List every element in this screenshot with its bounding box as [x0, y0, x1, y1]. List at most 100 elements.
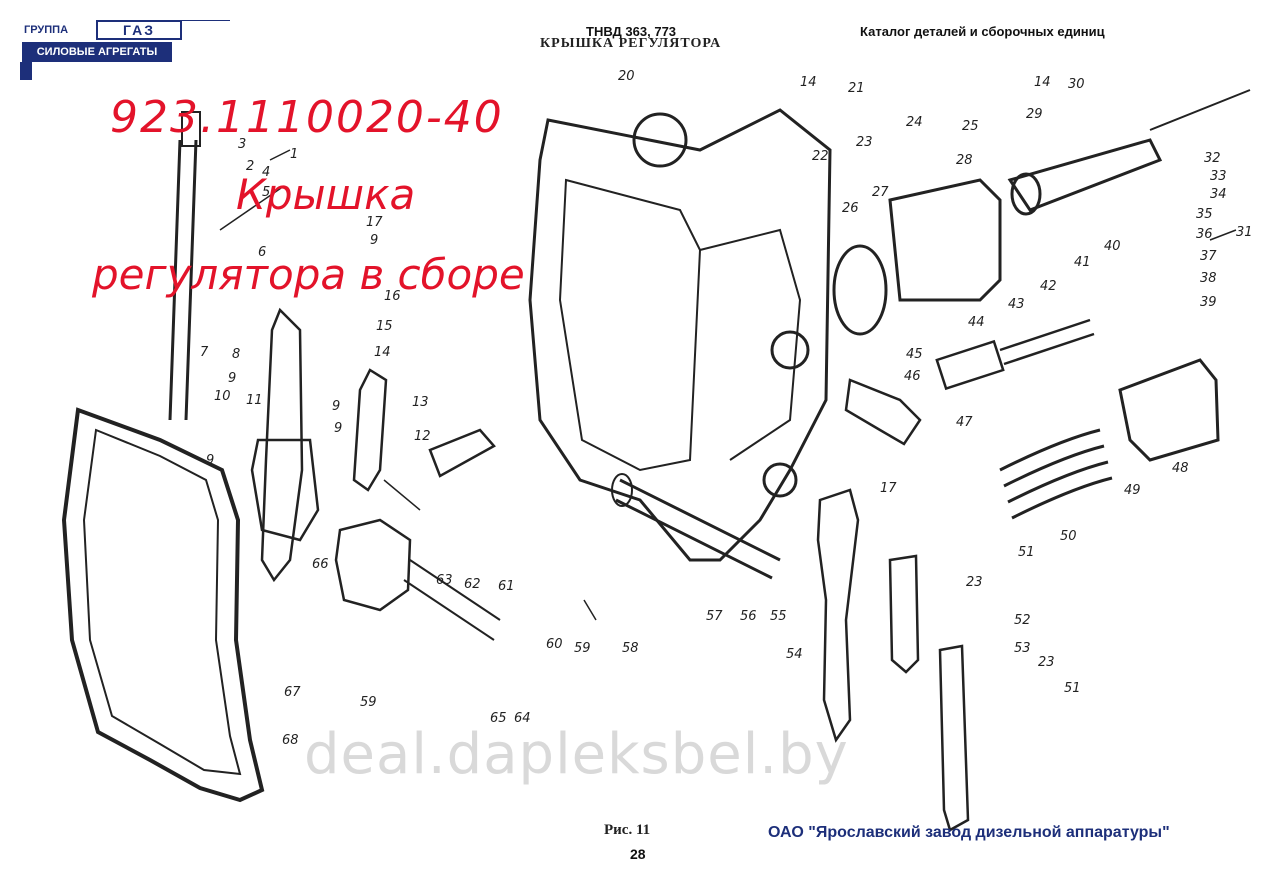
plate-53 [938, 644, 970, 832]
callout-2: 2 [246, 159, 254, 174]
block-63 [334, 518, 412, 612]
callout-6: 6 [258, 245, 266, 260]
overlay-title-line1: Крышка [236, 170, 416, 219]
callout-12: 12 [414, 429, 431, 444]
callout-10: 10 [214, 389, 231, 404]
callout-31: 31 [1236, 225, 1253, 240]
overlay-part-number: 923.1110020-40 [110, 92, 504, 143]
callout-64: 64 [514, 711, 531, 726]
callout-14c: 14 [1034, 75, 1051, 90]
callout-1: 1 [290, 147, 298, 162]
callout-42: 42 [1040, 279, 1057, 294]
callout-50: 50 [1060, 529, 1077, 544]
callout-48: 48 [1172, 461, 1189, 476]
callout-52: 52 [1014, 613, 1031, 628]
callout-59b: 59 [360, 695, 377, 710]
callout-9d: 9 [332, 399, 340, 414]
callout-22: 22 [812, 149, 829, 164]
callout-62: 62 [464, 577, 481, 592]
callout-51a: 51 [1018, 545, 1035, 560]
callout-23c: 23 [1038, 655, 1055, 670]
header-catalog: Каталог деталей и сборочных единиц [860, 24, 1105, 39]
callout-32: 32 [1204, 151, 1221, 166]
callout-53: 53 [1014, 641, 1031, 656]
callout-28: 28 [956, 153, 973, 168]
logo-divider [176, 20, 230, 21]
callout-41: 41 [1074, 255, 1091, 270]
page-number: 28 [630, 846, 646, 862]
lever-8 [260, 307, 304, 583]
callout-35: 35 [1196, 207, 1213, 222]
callout-15: 15 [376, 319, 393, 334]
callout-58: 58 [622, 641, 639, 656]
callout-38: 38 [1200, 271, 1217, 286]
callout-26: 26 [842, 201, 859, 216]
callout-56: 56 [740, 609, 757, 624]
figure-caption: Рис. 11 [604, 822, 651, 838]
callout-9c: 9 [370, 233, 378, 248]
callout-30: 30 [1068, 77, 1085, 92]
callout-66: 66 [312, 557, 329, 572]
callout-40: 40 [1104, 239, 1121, 254]
watermark: deal.dapleksbel.by [304, 722, 849, 787]
callout-11: 11 [246, 393, 263, 408]
callout-65: 65 [490, 711, 507, 726]
callout-33: 33 [1210, 169, 1227, 184]
callout-13: 13 [412, 395, 429, 410]
callout-29: 29 [1026, 107, 1043, 122]
callout-24: 24 [906, 115, 923, 130]
assembly-28 [888, 178, 1002, 302]
lever-54 [816, 488, 860, 743]
gasket-68 [61, 407, 265, 803]
logo-subtitle: СИЛОВЫЕ АГРЕГАТЫ [22, 42, 172, 62]
callout-21: 21 [848, 81, 865, 96]
callout-9b: 9 [206, 453, 214, 468]
callout-37: 37 [1200, 249, 1217, 264]
callout-16: 16 [384, 289, 401, 304]
callout-55: 55 [770, 609, 787, 624]
callout-54: 54 [786, 647, 803, 662]
callout-25: 25 [962, 119, 979, 134]
callout-8: 8 [232, 347, 240, 362]
callout-46: 46 [904, 369, 921, 384]
footer-company: ОАО "Ярославский завод дизельной аппарат… [768, 824, 1170, 841]
callout-27: 27 [872, 185, 889, 200]
callout-7: 7 [200, 345, 209, 360]
callout-47: 47 [956, 415, 973, 430]
callout-4: 4 [262, 165, 270, 180]
callout-36: 36 [1196, 227, 1213, 242]
callout-23b: 23 [966, 575, 983, 590]
callout-14a: 14 [374, 345, 391, 360]
cup-48 [1118, 358, 1220, 462]
spring-50 [999, 428, 1113, 520]
callout-23a: 23 [856, 135, 873, 150]
callout-68: 68 [282, 733, 299, 748]
callout-17a: 17 [366, 215, 383, 230]
callout-34: 34 [1210, 187, 1227, 202]
gaz-logo: ГРУППА ГАЗ СИЛОВЫЕ АГРЕГАТЫ [20, 18, 182, 80]
callout-39: 39 [1200, 295, 1217, 310]
cover-housing [528, 108, 832, 562]
callout-44: 44 [968, 315, 985, 330]
callout-17b: 17 [880, 481, 897, 496]
rod-1 [168, 139, 198, 421]
callout-67: 67 [284, 685, 301, 700]
header-title: КРЫШКА РЕГУЛЯТОРА [540, 36, 722, 51]
callout-9a: 9 [228, 371, 236, 386]
logo-bar [20, 62, 32, 80]
callout-9e: 9 [334, 421, 342, 436]
callout-59a: 59 [574, 641, 591, 656]
callout-5: 5 [262, 185, 270, 200]
callout-43: 43 [1008, 297, 1025, 312]
callout-3: 3 [238, 137, 246, 152]
callout-49: 49 [1124, 483, 1141, 498]
callout-60: 60 [546, 637, 563, 652]
header-model: ТНВД 363, 773 [586, 24, 677, 39]
overlay-title-line2: регулятора в сборе [92, 250, 525, 299]
callout-20: 20 [618, 69, 635, 84]
callout-57: 57 [706, 609, 723, 624]
callout-61: 61 [498, 579, 515, 594]
logo-group-text: ГРУППА [24, 24, 69, 36]
bracket-52 [888, 554, 920, 674]
